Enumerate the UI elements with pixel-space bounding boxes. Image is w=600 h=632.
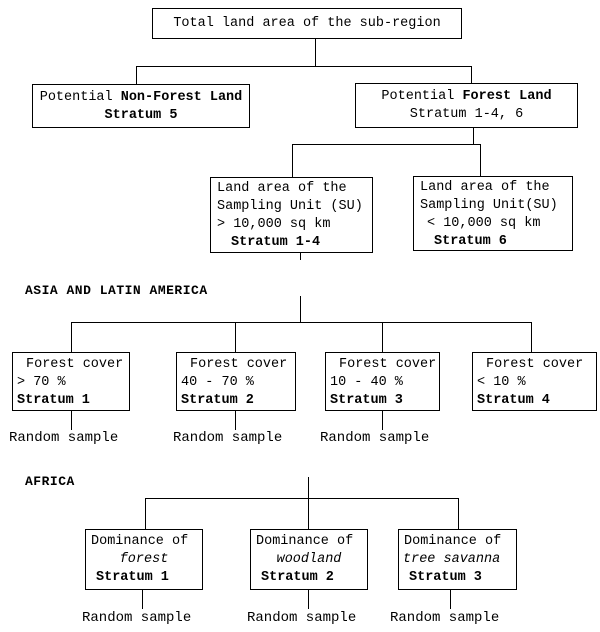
box-forest-cover-stratum-4: Forest cover < 10 % Stratum 4 [472,352,597,411]
box-dominance-forest-stratum-1: Dominance of forest Stratum 1 [85,529,203,590]
box-text: Sampling Unit(SU) [420,198,558,213]
box-text: Forest cover [26,357,124,372]
random-sample-label: Random sample [320,430,430,446]
connector-drop-asia-2 [235,323,236,352]
connector-split-africa [145,498,459,499]
box-forest-cover-stratum-1: Forest cover > 70 % Stratum 1 [12,352,130,411]
connector-drop-asia-4 [531,323,532,352]
box-sampling-unit-large: Land area of the Sampling Unit (SU) > 10… [210,177,373,253]
connector-split-level1 [136,66,472,67]
box-potential-non-forest-land: Potential Non-Forest Land Stratum 5 [32,84,250,128]
section-label-asia-latin-america: ASIA AND LATIN AMERICA [25,283,208,298]
random-sample-label: Random sample [247,610,357,626]
text-prefix: Potential [381,89,463,104]
box-text: Potential Non-Forest Land [33,89,249,107]
connector-sample-asia-2 [235,411,236,430]
connector-su-large-stub [300,253,301,260]
box-total-land-area: Total land area of the sub-region [152,8,462,39]
box-text: Dominance of [404,534,502,549]
connector-sample-africa-2 [308,590,309,609]
random-sample-label: Random sample [173,430,283,446]
connector-drop-nonforest [136,67,137,84]
text-prefix: Potential [39,90,121,105]
connector-drop-asia-1 [71,323,72,352]
box-forest-cover-stratum-2: Forest cover 40 - 70 % Stratum 2 [176,352,296,411]
connector-asia-root [300,296,301,322]
connector-drop-forest [471,67,472,83]
stratum-label: Stratum 3 [330,393,403,408]
connector-sample-asia-3 [382,411,383,430]
box-dominance-tree-savanna-stratum-3: Dominance of tree savanna Stratum 3 [398,529,517,590]
random-sample-label: Random sample [9,430,119,446]
stratum-label: Stratum 1-4, 6 [409,107,524,122]
box-text: tree savanna [403,552,501,567]
connector-drop-africa-1 [145,499,146,530]
connector-split-level2 [292,144,481,145]
box-text: Land area of the [217,181,347,196]
stratum-label: Stratum 5 [104,108,178,123]
box-text: > 70 % [17,375,66,390]
stratum-label: Stratum 2 [261,570,334,585]
stratum-label: Stratum 1 [17,393,90,408]
text-emphasis: Forest Land [462,89,552,104]
connector-drop-africa-3 [458,499,459,530]
box-dominance-woodland-stratum-2: Dominance of woodland Stratum 2 [250,529,368,590]
text-emphasis: Non-Forest Land [120,90,243,105]
connector-split-asia [71,322,532,323]
connector-drop-asia-3 [382,323,383,352]
box-text: Total land area of the sub-region [173,16,441,31]
random-sample-label: Random sample [82,610,192,626]
connector-drop-africa-2 [308,499,309,530]
connector-drop-su-small [480,145,481,176]
stratum-label: Stratum 1-4 [231,235,321,250]
box-text: Dominance of [91,534,189,549]
connector-africa-root [308,477,309,498]
box-text: 10 - 40 % [330,375,403,390]
stratum-label: Stratum 2 [181,393,254,408]
box-potential-forest-land: Potential Forest Land Stratum 1-4, 6 [355,83,578,128]
box-text: forest [119,552,169,567]
box-text: Dominance of [256,534,354,549]
stratum-label: Stratum 3 [409,570,482,585]
connector-sample-asia-1 [71,411,72,430]
box-text: > 10,000 sq km [217,217,331,232]
connector-sample-africa-3 [450,590,451,609]
box-forest-cover-stratum-3: Forest cover 10 - 40 % Stratum 3 [325,352,440,411]
box-sampling-unit-small: Land area of the Sampling Unit(SU) < 10,… [413,176,573,251]
box-text: < 10,000 sq km [427,216,541,231]
connector-drop-su-large [292,145,293,177]
box-text: Forest cover [190,357,288,372]
connector-forest-stub [473,128,474,144]
box-text: woodland [276,552,342,567]
random-sample-label: Random sample [390,610,500,626]
box-text: Forest cover [486,357,584,372]
box-text: 40 - 70 % [181,375,254,390]
stratum-label: Stratum 6 [434,234,507,249]
stratum-label: Stratum 1 [96,570,169,585]
stratum-label: Stratum 4 [477,393,550,408]
section-label-africa: AFRICA [25,474,75,489]
box-text: Land area of the [420,180,550,195]
box-text: Forest cover [339,357,437,372]
box-text: < 10 % [477,375,526,390]
box-text: Potential Forest Land [356,88,577,106]
connector-root-stub [315,39,316,66]
connector-sample-africa-1 [142,590,143,609]
box-text: Sampling Unit (SU) [217,199,363,214]
